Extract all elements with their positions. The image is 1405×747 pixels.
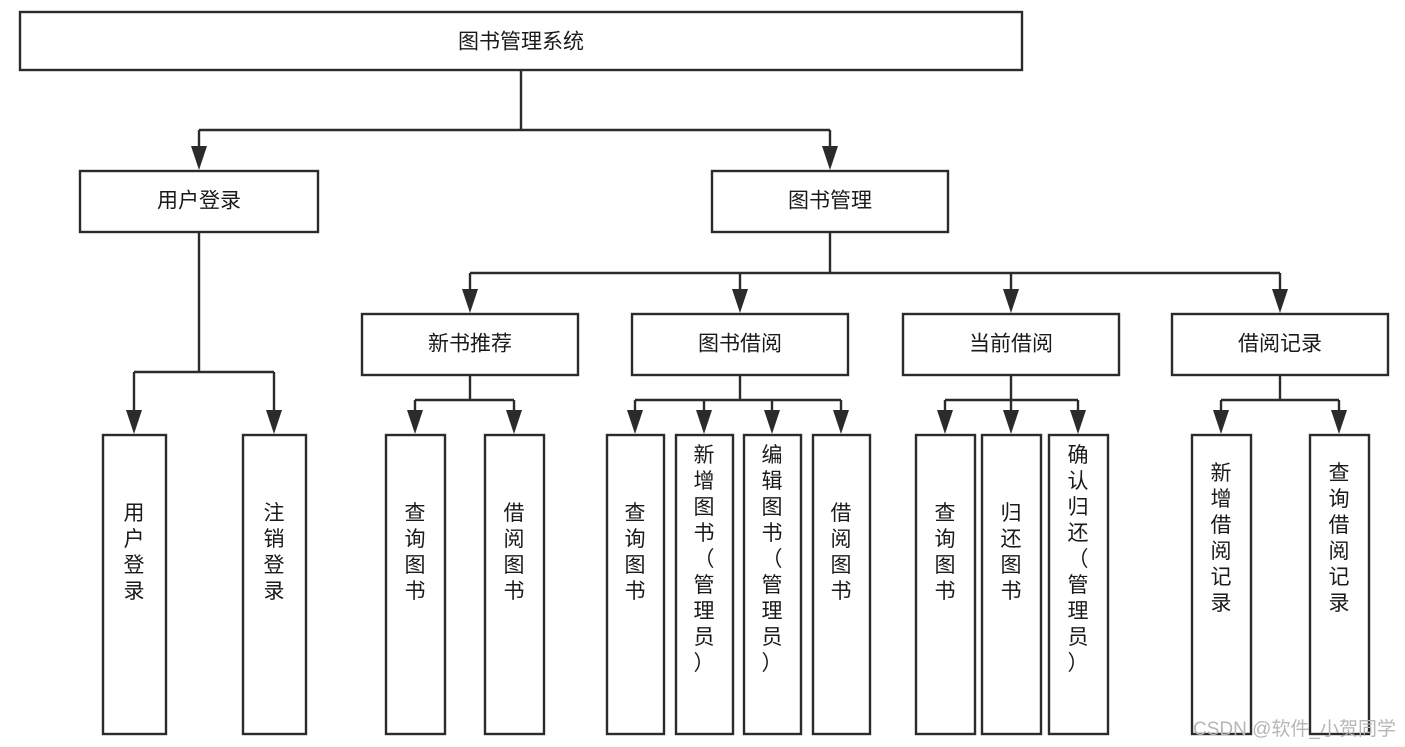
leaf-current-borrow-1[interactable]: 查询图书 bbox=[914, 433, 977, 736]
node-current-borrow[interactable]: 当前借阅 bbox=[901, 312, 1121, 377]
leaf-current-borrow-3-box[interactable] bbox=[1047, 433, 1110, 736]
arrow-current-leaf-3 bbox=[1070, 410, 1086, 434]
arrow-root-to-bookmgmt bbox=[822, 146, 838, 170]
node-user-login[interactable]: 用户登录 bbox=[78, 169, 320, 234]
connector-group-bookmgmt bbox=[462, 232, 1288, 313]
node-root-box[interactable] bbox=[18, 10, 1024, 72]
leaf-new-book-1-box[interactable] bbox=[384, 433, 447, 736]
connector-group-newbook bbox=[407, 375, 522, 434]
leaf-book-borrow-1-box[interactable] bbox=[605, 433, 666, 736]
leaf-book-borrow-2-box[interactable] bbox=[674, 433, 735, 736]
node-book-borrow-box[interactable] bbox=[630, 312, 850, 377]
leaf-new-book-2[interactable]: 借阅图书 bbox=[483, 433, 546, 736]
leaf-user-login-1-box[interactable] bbox=[101, 433, 168, 736]
arrow-bookmgmt-child-4 bbox=[1272, 289, 1288, 313]
node-book-borrow-label: 图书借阅 bbox=[698, 333, 782, 356]
leaf-book-borrow-2-label: 新增图书（管理员） bbox=[694, 444, 715, 675]
arrow-login-leaf-2 bbox=[266, 410, 282, 434]
arrow-bookmgmt-child-2 bbox=[732, 289, 748, 313]
connector-group-root bbox=[191, 70, 838, 170]
arrow-borrow-leaf-3 bbox=[764, 410, 780, 434]
leaf-user-login-2-label: 注销登录 bbox=[264, 502, 285, 603]
leaf-new-book-2-label: 借阅图书 bbox=[504, 502, 525, 603]
arrow-newbook-leaf-1 bbox=[407, 410, 423, 434]
leaf-book-borrow-4-label: 借阅图书 bbox=[831, 502, 852, 603]
leaf-current-borrow-3[interactable]: 确认归还（管理员） bbox=[1047, 433, 1110, 736]
arrow-bookmgmt-child-3 bbox=[1003, 289, 1019, 313]
leaf-borrow-record-2[interactable]: 查询借阅记录 bbox=[1308, 433, 1371, 736]
leaf-book-borrow-1[interactable]: 查询图书 bbox=[605, 433, 666, 736]
node-borrow-record[interactable]: 借阅记录 bbox=[1170, 312, 1390, 377]
leaf-borrow-record-2-box[interactable] bbox=[1308, 433, 1371, 736]
watermark-label: CSDN @软件_小贺同学 bbox=[1193, 718, 1396, 740]
leaf-book-borrow-4[interactable]: 借阅图书 bbox=[811, 433, 872, 736]
node-current-borrow-label: 当前借阅 bbox=[969, 333, 1053, 356]
arrow-login-leaf-1 bbox=[126, 410, 142, 434]
arrow-borrow-leaf-2 bbox=[696, 410, 712, 434]
arrow-current-leaf-1 bbox=[937, 410, 953, 434]
leaf-user-login-1-label: 用户登录 bbox=[124, 502, 145, 603]
leaf-book-borrow-3-label: 编辑图书（管理员） bbox=[762, 444, 783, 675]
arrow-borrow-leaf-4 bbox=[833, 410, 849, 434]
leaf-user-login-2-box[interactable] bbox=[241, 433, 308, 736]
leaf-book-borrow-4-box[interactable] bbox=[811, 433, 872, 736]
node-book-management-label: 图书管理 bbox=[788, 190, 872, 213]
arrow-bookmgmt-child-1 bbox=[462, 289, 478, 313]
leaf-borrow-record-1[interactable]: 新增借阅记录 bbox=[1190, 433, 1253, 736]
node-new-book-recommend-box[interactable] bbox=[360, 312, 580, 377]
node-book-management-box[interactable] bbox=[710, 169, 950, 234]
leaf-current-borrow-2[interactable]: 归还图书 bbox=[980, 433, 1043, 736]
leaf-book-borrow-3-box[interactable] bbox=[742, 433, 803, 736]
node-root[interactable]: 图书管理系统 bbox=[18, 10, 1024, 72]
node-borrow-record-box[interactable] bbox=[1170, 312, 1390, 377]
connector-group-login bbox=[126, 232, 282, 434]
node-book-management[interactable]: 图书管理 bbox=[710, 169, 950, 234]
leaf-current-borrow-3-label: 确认归还（管理员） bbox=[1068, 444, 1089, 675]
node-user-login-box[interactable] bbox=[78, 169, 320, 234]
leaf-book-borrow-3[interactable]: 编辑图书（管理员） bbox=[742, 433, 803, 736]
node-root-label: 图书管理系统 bbox=[458, 31, 584, 54]
node-book-borrow[interactable]: 图书借阅 bbox=[630, 312, 850, 377]
leaf-user-login-2[interactable]: 注销登录 bbox=[241, 433, 308, 736]
connector-group-borrow bbox=[627, 375, 849, 434]
node-new-book-recommend[interactable]: 新书推荐 bbox=[360, 312, 580, 377]
leaf-current-borrow-2-label: 归还图书 bbox=[1001, 502, 1022, 603]
leaf-new-book-2-box[interactable] bbox=[483, 433, 546, 736]
leaf-user-login-1[interactable]: 用户登录 bbox=[101, 433, 168, 736]
leaf-current-borrow-1-label: 查询图书 bbox=[935, 502, 956, 603]
leaf-new-book-1-label: 查询图书 bbox=[405, 502, 426, 603]
node-user-login-label: 用户登录 bbox=[157, 190, 241, 213]
leaf-book-borrow-1-label: 查询图书 bbox=[625, 502, 646, 603]
node-new-book-recommend-label: 新书推荐 bbox=[428, 333, 512, 356]
arrow-record-leaf-2 bbox=[1331, 410, 1347, 434]
leaf-borrow-record-1-label: 新增借阅记录 bbox=[1211, 462, 1232, 615]
arrow-root-to-login bbox=[191, 146, 207, 170]
connector-group-current bbox=[937, 375, 1086, 434]
arrow-newbook-leaf-2 bbox=[506, 410, 522, 434]
arrow-record-leaf-1 bbox=[1213, 410, 1229, 434]
arrow-current-leaf-2 bbox=[1003, 410, 1019, 434]
leaf-new-book-1[interactable]: 查询图书 bbox=[384, 433, 447, 736]
leaf-borrow-record-1-box[interactable] bbox=[1190, 433, 1253, 736]
arrow-borrow-leaf-1 bbox=[627, 410, 643, 434]
node-current-borrow-box[interactable] bbox=[901, 312, 1121, 377]
connector-group-record bbox=[1213, 375, 1347, 434]
leaf-borrow-record-2-label: 查询借阅记录 bbox=[1329, 462, 1350, 615]
leaf-current-borrow-2-box[interactable] bbox=[980, 433, 1043, 736]
leaf-current-borrow-1-box[interactable] bbox=[914, 433, 977, 736]
node-borrow-record-label: 借阅记录 bbox=[1238, 333, 1322, 356]
leaf-book-borrow-2[interactable]: 新增图书（管理员） bbox=[674, 433, 735, 736]
